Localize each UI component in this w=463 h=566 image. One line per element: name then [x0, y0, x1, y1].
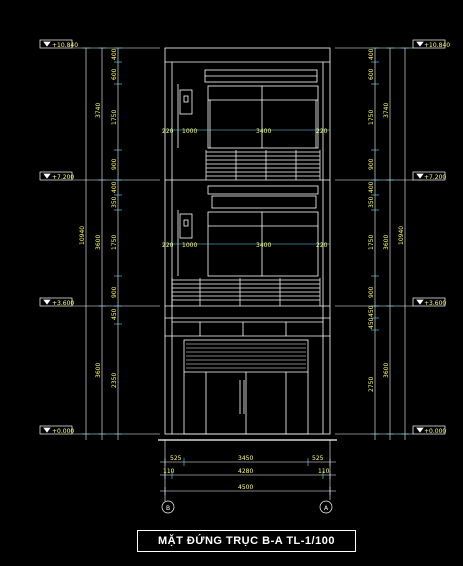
dim-left-total: 10940: [79, 226, 86, 245]
dim-right-f3: 3600: [383, 235, 390, 250]
dim-right-i3: 900: [368, 158, 375, 170]
dim-left-i2: 1750: [111, 110, 118, 125]
dim-right-f2: 3600: [383, 363, 390, 378]
dim-left-i9: 2350: [111, 373, 118, 388]
dim-left-i3: 900: [111, 158, 118, 170]
dim-right-i5: 350: [368, 196, 375, 208]
bottom-dim-r1-0: 525: [170, 455, 182, 462]
level-markers-left: [39, 39, 73, 435]
balcony-railing-upper: [205, 150, 321, 180]
level-floor3-left: +7.200: [52, 174, 74, 181]
dim-right-i6: 1750: [368, 235, 375, 250]
bottom-dim-r3-0: 4500: [238, 484, 253, 491]
level-ground-left: +0.000: [52, 428, 74, 435]
dim-left-i1: 600: [111, 68, 118, 80]
dim-left-i8: 450: [111, 308, 118, 320]
dim-right-i8: 450: [368, 305, 375, 317]
bottom-dim-r2-1: 4280: [238, 468, 253, 475]
bottom-dim-r1-1: 3450: [238, 455, 253, 462]
grid-axis-bubbles: [161, 500, 333, 514]
bottom-dim-lines: [160, 440, 336, 500]
dim-left-f3: 3600: [95, 235, 102, 250]
dim-left-roof: 3740: [95, 103, 102, 118]
win-up-dim-3: 220: [316, 128, 328, 135]
bottom-dim-r2-0: 110: [163, 468, 175, 475]
dim-right-i7: 900: [368, 286, 375, 298]
grid-axis-a: A: [324, 505, 329, 512]
dim-right-i2: 1750: [368, 110, 375, 125]
dim-left-i4: 400: [111, 181, 118, 193]
dim-right-i10: 2750: [368, 377, 375, 392]
dim-right-i0: 400: [368, 48, 375, 60]
rolling-shutter: [186, 343, 306, 369]
dim-chain-left: [82, 47, 122, 440]
dim-left-f2: 3600: [95, 363, 102, 378]
level-roof-right: +10.840: [424, 42, 450, 49]
dim-left-i0: 400: [111, 48, 118, 60]
level-ground-right: +0.000: [424, 428, 446, 435]
win-up-dim-2: 3400: [256, 128, 271, 135]
dim-left-i6: 1750: [111, 235, 118, 250]
win-low-dim-2: 3400: [256, 242, 271, 249]
level-floor2-left: +3.600: [52, 300, 74, 307]
grid-axis-b: B: [166, 505, 170, 512]
win-low-dim-3: 220: [316, 242, 328, 249]
level-markers-right: [412, 39, 446, 435]
dim-left-i5: 350: [111, 196, 118, 208]
balcony-railing-lower: [171, 278, 321, 306]
win-up-dim-0: 220: [162, 128, 174, 135]
win-low-dim-0: 220: [162, 242, 174, 249]
win-low-dim-1: 1000: [182, 242, 197, 249]
dim-right-i1: 600: [368, 68, 375, 80]
level-lines: [72, 47, 413, 435]
dim-right-total: 10940: [398, 226, 405, 245]
dim-right-roof: 3740: [383, 103, 390, 118]
level-floor3-right: +7.200: [424, 174, 446, 181]
dim-left-i7: 900: [111, 286, 118, 298]
bottom-dim-r2-2: 110: [318, 468, 330, 475]
dim-right-i9: 450: [368, 317, 375, 329]
window-dim-lines: [162, 129, 330, 245]
dim-chain-right: [371, 47, 409, 440]
level-roof-left: +10.840: [52, 42, 78, 49]
bottom-dim-r1-2: 525: [312, 455, 324, 462]
win-up-dim-1: 1000: [182, 128, 197, 135]
dim-right-i4: 400: [368, 181, 375, 193]
level-floor2-right: +3.600: [424, 300, 446, 307]
drawing-title: MẶT ĐỨNG TRỤC B-A TL-1/100: [137, 530, 356, 552]
building-facade: [158, 47, 337, 441]
